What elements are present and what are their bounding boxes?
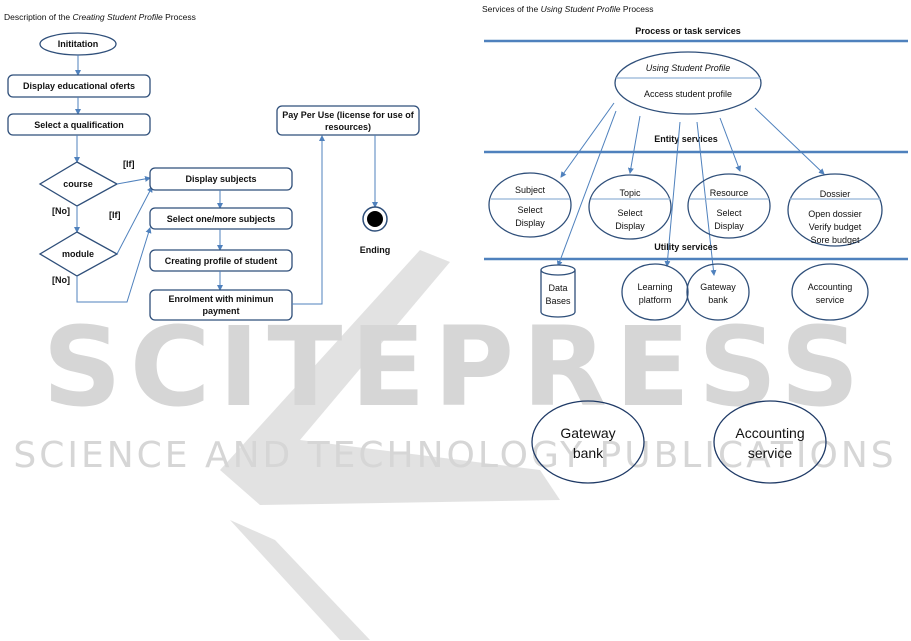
enrolment-label-1: Enrolment with minimun xyxy=(169,294,274,304)
svg-text:Data: Data xyxy=(548,283,567,293)
layer-utility-label: Utility services xyxy=(654,242,718,252)
left-flowchart: Description of the Creating Student Prof… xyxy=(4,12,420,321)
select-qualification-node xyxy=(7,113,151,136)
svg-text:Display: Display xyxy=(515,218,545,228)
svg-text:Select: Select xyxy=(617,208,643,218)
entity-service-dossier: Dossier Open dossier Verify budget Sore … xyxy=(787,173,883,247)
arrow xyxy=(754,107,825,175)
utility-service-accounting: Accounting service xyxy=(791,263,869,321)
arrow xyxy=(116,175,151,185)
enrolment-label-2: payment xyxy=(202,306,239,316)
display-offers-label: Display educational oferts xyxy=(23,81,135,91)
svg-text:platform: platform xyxy=(639,295,672,305)
course-yes-label: [If] xyxy=(123,159,135,169)
svg-text:Dossier: Dossier xyxy=(820,189,851,199)
svg-text:Display: Display xyxy=(615,221,645,231)
svg-text:Select: Select xyxy=(716,208,742,218)
process-service-name: Using Student Profile xyxy=(646,63,731,73)
pay-per-use-label-1: Pay Per Use (license for use of xyxy=(282,110,415,120)
select-qualification-label: Select a qualification xyxy=(34,120,124,130)
process-service-ellipse xyxy=(614,51,762,115)
svg-text:Verify budget: Verify budget xyxy=(809,222,862,232)
utility-service-gateway-bank: Gateway bank xyxy=(686,263,750,321)
layer-process-label: Process or task services xyxy=(635,26,741,36)
svg-text:Sore budget: Sore budget xyxy=(810,235,860,245)
course-label: course xyxy=(63,179,93,189)
layer-entity-label: Entity services xyxy=(654,134,718,144)
pay-per-use-node xyxy=(276,105,420,136)
ending-label: Ending xyxy=(360,245,391,255)
svg-text:bank: bank xyxy=(708,295,728,305)
svg-text:Subject: Subject xyxy=(515,185,546,195)
svg-text:Gateway: Gateway xyxy=(700,282,736,292)
watermark-swoosh xyxy=(220,250,560,505)
arrow xyxy=(556,110,617,267)
svg-text:Topic: Topic xyxy=(619,188,641,198)
arrow xyxy=(292,135,325,305)
right-services-diagram: Services of the Using Student Profile Pr… xyxy=(482,4,908,321)
entity-service-subject: Subject Select Display xyxy=(488,172,572,238)
watermark-swoosh-2 xyxy=(230,520,370,640)
svg-text:Open dossier: Open dossier xyxy=(808,209,862,219)
process-service-op: Access student profile xyxy=(644,89,732,99)
svg-text:Select: Select xyxy=(517,205,543,215)
display-subjects-label: Display subjects xyxy=(185,174,256,184)
svg-text:Accounting: Accounting xyxy=(735,425,804,441)
left-title: Description of the Creating Student Prof… xyxy=(4,12,196,22)
watermark-main: SCITEPRESS xyxy=(42,303,867,431)
utility-service-databases: Data Bases xyxy=(540,264,576,318)
select-subjects-node xyxy=(149,207,293,230)
creating-profile-label: Creating profile of student xyxy=(165,256,278,266)
arrow xyxy=(627,115,641,174)
svg-text:service: service xyxy=(748,445,793,461)
enrolment-node xyxy=(149,289,293,321)
arrow xyxy=(664,121,681,267)
watermark-sub: SCIENCE AND TECHNOLOGY PUBLICATIONS xyxy=(13,435,896,476)
creating-profile-node xyxy=(149,249,293,272)
svg-text:Bases: Bases xyxy=(545,296,571,306)
right-title: Services of the Using Student Profile Pr… xyxy=(482,4,654,14)
end-node-core xyxy=(367,211,383,227)
arrow xyxy=(719,117,742,172)
enlarged-accounting-service: Accounting service xyxy=(713,400,827,484)
svg-text:service: service xyxy=(816,295,845,305)
start-label: Inititation xyxy=(58,39,99,49)
module-no-label: [No] xyxy=(52,275,70,285)
module-yes-label: [If] xyxy=(109,210,121,220)
arrow xyxy=(116,186,153,255)
module-label: module xyxy=(62,249,94,259)
pay-per-use-label-2: resources) xyxy=(325,122,371,132)
svg-text:Display: Display xyxy=(714,221,744,231)
svg-text:Learning: Learning xyxy=(637,282,672,292)
display-subjects-node xyxy=(149,167,293,191)
utility-service-learning-platform: Learning platform xyxy=(621,263,689,321)
entity-service-topic: Topic Select Display xyxy=(588,174,672,240)
entity-service-resource: Resource Select Display xyxy=(687,173,771,239)
arrow xyxy=(560,102,615,178)
arrow xyxy=(76,227,152,303)
svg-text:Gateway: Gateway xyxy=(560,425,615,441)
svg-text:Resource: Resource xyxy=(710,188,749,198)
svg-text:bank: bank xyxy=(573,445,604,461)
svg-text:Accounting: Accounting xyxy=(808,282,853,292)
watermark: SCITEPRESS SCIENCE AND TECHNOLOGY PUBLIC… xyxy=(13,250,896,640)
course-no-label: [No] xyxy=(52,206,70,216)
enlarged-gateway-bank: Gateway bank xyxy=(531,400,645,484)
select-subjects-label: Select one/more subjects xyxy=(167,214,276,224)
display-offers-node xyxy=(7,74,151,98)
